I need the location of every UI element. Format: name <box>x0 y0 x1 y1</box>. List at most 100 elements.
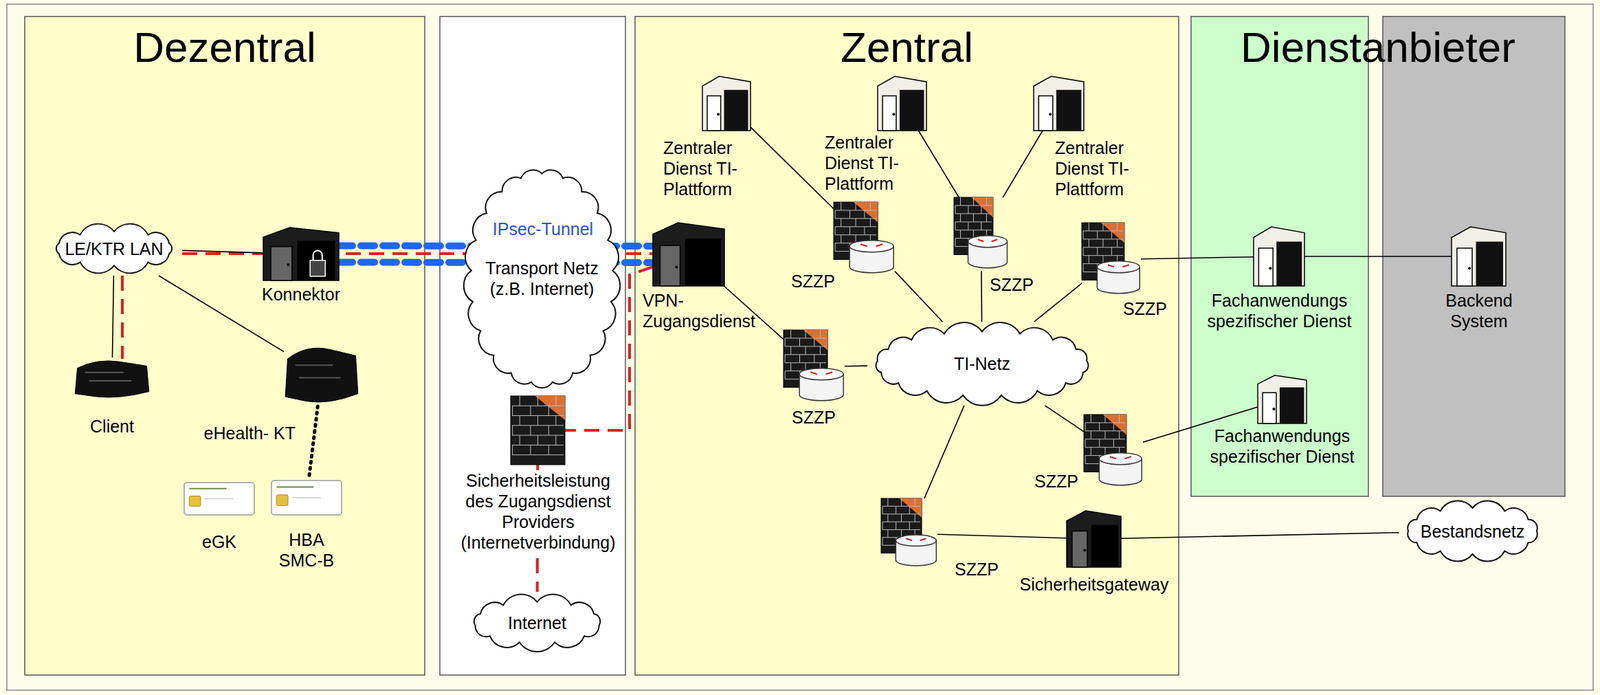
icon-part <box>555 435 557 445</box>
icon-part <box>973 197 974 206</box>
access-point: SZZP <box>1083 414 1143 488</box>
icon-part <box>909 505 910 514</box>
server-node: Zentraler Dienst TI-Plattform <box>702 76 751 131</box>
connector <box>924 405 965 499</box>
server-node: Zentraler Dienst TI-Plattform <box>1033 76 1084 131</box>
icon-part <box>1072 531 1088 568</box>
zone-band: DezentralLE/KTR LANKonnektorClienteHealt… <box>24 16 425 675</box>
icon-part <box>1101 222 1125 243</box>
connector <box>182 250 264 253</box>
icon-part <box>971 197 994 218</box>
access-point: SZZP <box>1081 222 1141 297</box>
icon-part <box>1111 247 1113 256</box>
node-label: eHealth- KT <box>158 422 296 444</box>
icon-part <box>85 372 132 381</box>
icon-part <box>835 226 836 236</box>
icon-part <box>309 260 326 277</box>
icon-part <box>905 538 927 541</box>
icon-part <box>519 395 521 406</box>
icon-part <box>967 205 969 214</box>
node-label: SZZP <box>1034 470 1083 492</box>
node-label: Transport Netz (z.B. Internet) <box>481 257 603 299</box>
firewall-node: Sicherheitsleistung des Zugangsdienst Pr… <box>510 395 565 465</box>
access-point: SZZP <box>881 498 938 569</box>
icon-part <box>784 354 786 363</box>
icon-part <box>297 240 336 281</box>
connector-line <box>980 270 983 322</box>
icon-part <box>1083 263 1084 273</box>
icon-part <box>510 395 565 465</box>
icon-part <box>537 435 539 445</box>
node-label: Zentraler Dienst TI-Plattform <box>824 131 928 194</box>
icon-part <box>803 329 828 350</box>
icon-part <box>790 346 792 355</box>
icon-part <box>1096 230 1098 240</box>
node-label: Bestandsnetz <box>1420 520 1526 542</box>
server-node-icon <box>1257 375 1307 424</box>
icon-part <box>74 360 150 398</box>
server-node-icon <box>1451 226 1506 286</box>
gateway-node-icon <box>652 222 725 286</box>
connector-line <box>1034 283 1082 322</box>
icon-part <box>895 505 897 514</box>
icon-part <box>1098 452 1142 465</box>
icon-part <box>813 338 815 347</box>
connector <box>937 534 1067 539</box>
icon-part <box>967 221 969 231</box>
icon-part <box>286 263 290 266</box>
icon-part <box>954 205 956 214</box>
icon-part <box>537 415 539 426</box>
icon-part <box>1116 239 1118 248</box>
icon-part <box>519 415 521 426</box>
icon-part <box>901 514 902 522</box>
icon-part <box>980 221 982 231</box>
connector-line <box>1044 405 1084 432</box>
smart-card: eGK <box>183 481 255 516</box>
connector-line <box>182 250 264 253</box>
icon-part <box>263 227 339 281</box>
connector-line <box>1304 255 1452 258</box>
icon-part <box>1098 439 1100 448</box>
node-label: LE/KTR LAN <box>64 238 163 260</box>
connector-line <box>750 127 834 209</box>
network-cloud-icon <box>461 163 623 394</box>
edge-label: IPsec-Tunnel <box>490 218 596 240</box>
icon-part <box>1066 510 1121 568</box>
connector <box>844 365 868 368</box>
network-cloud: LE/KTR LAN <box>46 221 183 276</box>
icon-part <box>849 226 851 236</box>
icon-part <box>835 210 836 219</box>
node-label: SZZP <box>1123 298 1172 319</box>
icon-part <box>954 238 956 247</box>
icon-part <box>1268 266 1272 270</box>
node-label: Sicherheitsgateway <box>1011 573 1177 595</box>
icon-part <box>882 95 897 131</box>
icon-part <box>1104 430 1106 440</box>
icon-part <box>978 239 998 242</box>
zone-title: Dienstanbieter <box>1191 21 1565 73</box>
icon-part <box>529 444 531 455</box>
icon-part <box>819 329 821 339</box>
icon-part <box>512 444 513 455</box>
client-device: Client <box>73 357 151 400</box>
icon-part <box>1088 222 1090 231</box>
icon-part <box>1118 430 1120 440</box>
connector <box>750 127 834 209</box>
icon-part <box>313 250 323 260</box>
server-node: Fachanwendungs spezifischer Dienst <box>1257 375 1307 424</box>
server-node: Fachanwendungs spezifischer Dienst <box>1253 226 1305 286</box>
icon-part <box>881 521 883 530</box>
icon-part <box>276 494 288 506</box>
connector <box>918 130 959 198</box>
icon-part <box>870 218 871 227</box>
icon-part <box>1116 222 1118 231</box>
icon-part <box>810 371 833 374</box>
icon-part <box>849 240 894 253</box>
icon-part <box>1090 430 1092 440</box>
icon-part <box>1104 414 1106 423</box>
connector-line <box>924 405 965 499</box>
access-point-icon <box>833 202 895 276</box>
node-label: Konnektor <box>249 283 353 305</box>
server-node: Zentraler Dienst TI-Plattform <box>877 76 927 131</box>
icon-part <box>1088 239 1090 248</box>
